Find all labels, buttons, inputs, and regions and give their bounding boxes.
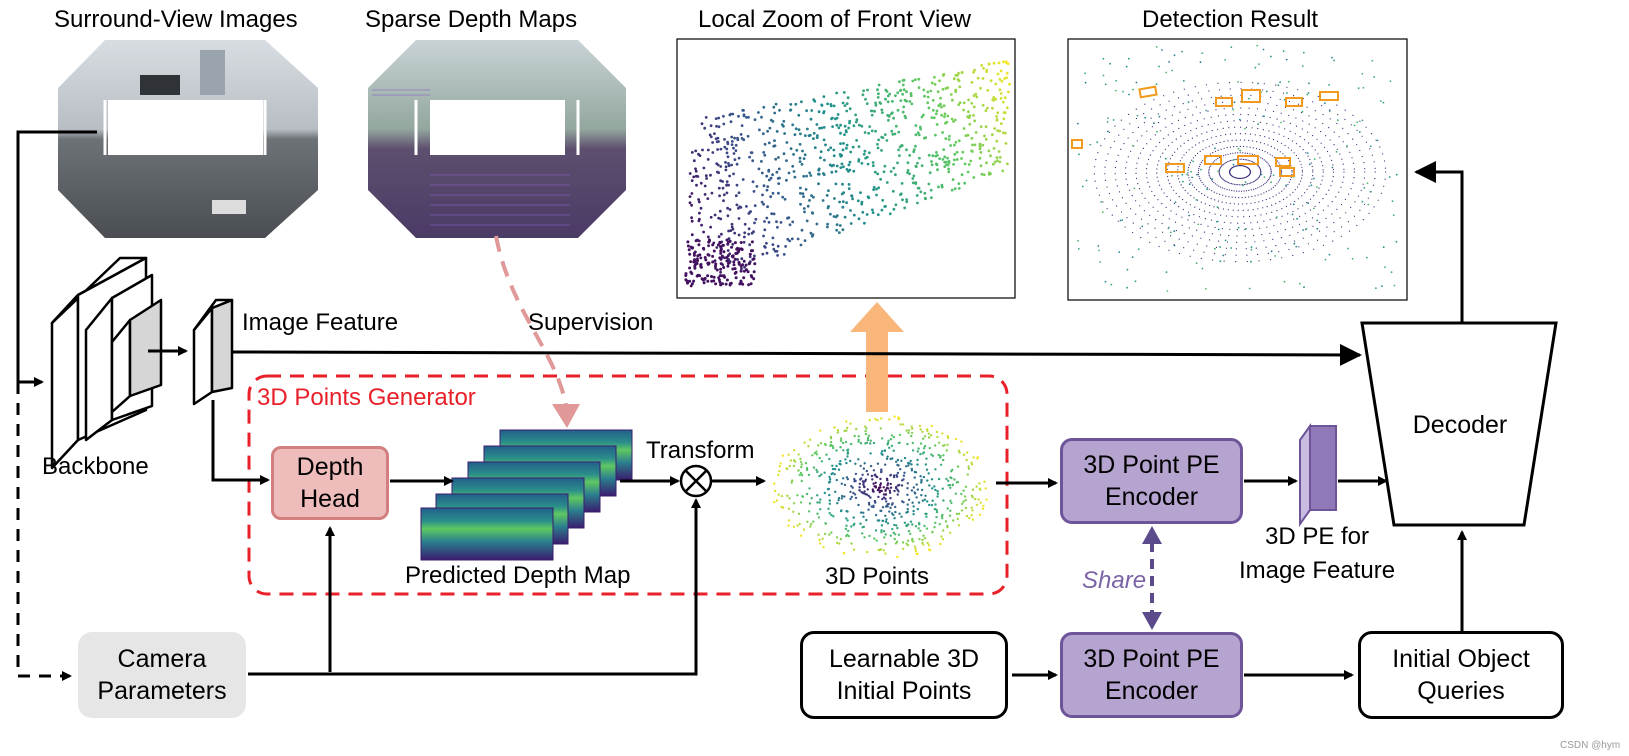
zoom-arrow (850, 302, 904, 412)
detection-result-panel (1067, 38, 1408, 301)
3d-points-cloud (773, 415, 988, 559)
share-arrow (1142, 526, 1162, 630)
surround-view-images (58, 40, 318, 238)
image-feature-block (192, 298, 234, 406)
depth-head-line2: Head (300, 485, 360, 513)
pe-feature-block (1299, 422, 1337, 528)
generator-region (247, 374, 1009, 596)
supervision-label: Supervision (528, 309, 654, 336)
backbone-label: Backbone (42, 453, 149, 480)
surround-view-title: Surround-View Images (54, 6, 298, 33)
learnable-line1: Learnable 3D (828, 645, 980, 673)
queries-line1: Initial Object (1392, 645, 1530, 673)
image-feature-label: Image Feature (242, 309, 399, 336)
pe-encoder-bottom-line1: 3D Point PE (1083, 645, 1220, 673)
sparse-depth-maps (368, 40, 626, 238)
pe-encoder-top-box: 3D Point PE Encoder (1060, 438, 1243, 524)
camera-line1: Camera (117, 645, 207, 673)
3d-points-label: 3D Points (825, 563, 930, 590)
pe-encoder-bottom-box: 3D Point PE Encoder (1060, 632, 1243, 718)
depth-head-box: Depth Head (271, 446, 389, 520)
predicted-depth-map-stack (420, 429, 633, 561)
connectors (16, 130, 1467, 681)
predicted-depth-label: Predicted Depth Map (405, 562, 631, 589)
watermark: CSDN @hym (1560, 740, 1621, 751)
generator-label: 3D Points Generator (257, 384, 476, 411)
decoder-shape (1360, 321, 1558, 527)
decoder-text: Decoder (1412, 411, 1508, 439)
camera-line2: Parameters (97, 677, 227, 705)
local-zoom-title: Local Zoom of Front View (698, 6, 972, 33)
detection-result-title: Detection Result (1142, 6, 1319, 33)
local-zoom-panel (676, 38, 1016, 299)
learnable-points-box: Learnable 3D Initial Points (800, 631, 1008, 719)
pe-encoder-bottom-line2: Encoder (1104, 677, 1199, 705)
supervision-arrow (494, 235, 580, 428)
backbone-blocks (50, 256, 163, 470)
learnable-line2: Initial Points (836, 677, 972, 705)
queries-line2: Queries (1417, 677, 1505, 705)
transform-operator (679, 464, 713, 498)
pe-encoder-top-line2: Encoder (1104, 483, 1199, 511)
pe-encoder-top-line1: 3D Point PE (1083, 451, 1220, 479)
transform-label: Transform (646, 437, 755, 464)
pe-for-label-1: 3D PE for (1264, 523, 1370, 550)
initial-queries-box: Initial Object Queries (1358, 631, 1564, 719)
sparse-depth-title: Sparse Depth Maps (365, 6, 578, 33)
depth-head-line1: Depth (296, 453, 364, 481)
camera-parameters-box: Camera Parameters (78, 632, 246, 718)
pe-for-label-2: Image Feature (1238, 557, 1396, 584)
decoder-label: Decoder (1400, 405, 1520, 445)
share-label: Share (1082, 567, 1147, 594)
